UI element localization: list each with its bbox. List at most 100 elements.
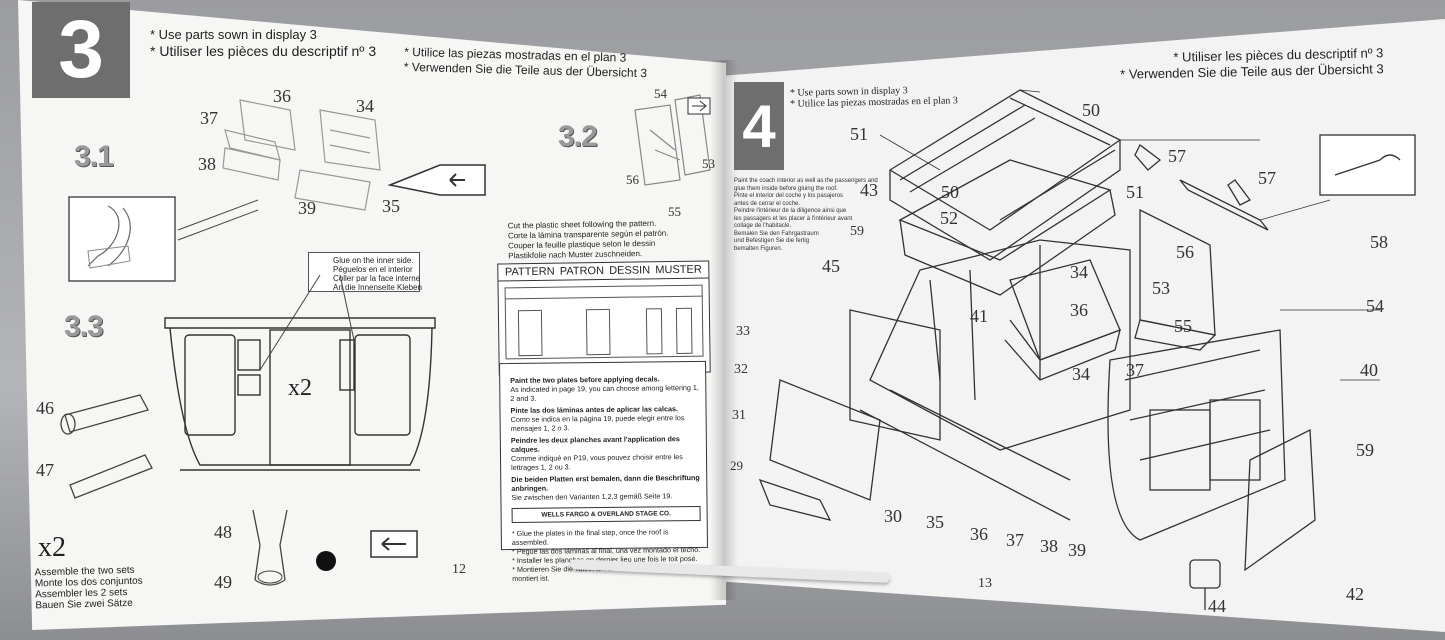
pattern-box: PATTERN PATRON DESSIN MUSTER [497,260,711,376]
note-line: antes de cerrar el coche. [734,200,801,207]
part-number: 49 [214,572,232,592]
part-number: 58 [1370,232,1388,252]
part-number: 43 [860,180,878,200]
part-number: 48 [214,522,232,542]
coach-exploded-diagram [758,89,1416,610]
part-number: 38 [198,154,216,174]
note-line: * Glue the plates in the final step, onc… [511,527,669,547]
part-number: 37 [200,108,218,128]
note-line: Coller par la face interne [333,274,421,283]
part-number: 51 [850,124,868,144]
substep-3-3-label: 3.3 [64,310,104,343]
instruction-line: * Use parts sown in display 3 [150,27,317,42]
note-line: Glue on the inner side. [333,256,414,265]
part-number: 42 [1346,584,1364,604]
page-number-12: 12 [452,562,466,577]
part-number: 45 [822,256,840,276]
note-line: Peindre l'intérieur de la diligence ains… [734,208,847,214]
part-number: 53 [1152,278,1170,298]
part-number: 32 [734,362,748,377]
part-number: 36 [1070,300,1088,320]
part-number: 39 [298,198,316,218]
pattern-header: PATTERN PATRON DESSIN MUSTER [498,261,709,282]
part-number: 31 [732,408,746,423]
part-number: 39 [1068,540,1086,560]
plastic-sheet-illustration [634,94,711,186]
part-number: 54 [1366,296,1384,316]
part-number: 36 [273,86,291,106]
step-4-badge: 4 [734,82,784,170]
part-number: 51 [1126,182,1144,202]
part-number: 57 [1168,146,1186,166]
part-number: 35 [382,196,400,216]
instruction-line: * Utiliser les pièces du descriptif nº 3 [150,43,377,59]
parts-48-49-illustration [252,509,288,586]
left-instructions: * Use parts sown in display 3 * Utiliser… [150,26,376,60]
note-line: glue them inside before gluing the roof. [734,185,838,192]
note-line: Peindre les deux planches avant l'applic… [510,434,680,454]
note-line: As indicated in page 19, you can choose … [510,382,699,403]
part-number: 40 [1360,360,1378,380]
coach-side-illustration: x2 [164,317,436,471]
note-line: Paint the coach interior as well as the … [734,178,878,184]
assemble-x2: x2 [38,532,66,563]
wells-fargo-sign: WELLS FARGO & OVERLAND STAGE CO. [511,505,701,523]
pattern-header-es: PATRON [559,264,605,278]
page-number-13: 13 [978,576,992,591]
part-number: 34 [1070,262,1088,282]
part-number: 38 [1040,536,1058,556]
arrow-callout [387,164,486,196]
note-line: Péguelos en el interior [333,265,413,274]
part-number: 29 [730,458,743,473]
pattern-grid [504,284,704,360]
part-number: 55 [1174,316,1192,336]
part-number: 30 [884,506,902,526]
note-line: bemalten Figuren. [734,245,783,252]
cut-note: Cut the plastic sheet following the patt… [508,219,669,262]
part-number: 59 [1356,440,1374,460]
gutter-shadow [710,60,738,600]
part-number: 41 [970,306,988,326]
part-number: 37 [1126,360,1144,380]
part-number: 50 [941,182,959,202]
part-number: 44 [1208,596,1226,616]
multiplier-x2: x2 [288,375,312,401]
part-number: 36 [970,524,988,544]
note-line: collage de l'habitacle. [734,223,792,229]
note-line: les passagers et les placer à l'intérieu… [734,215,853,222]
note-line: Sie zwischen den Varianten 1,2,3 gemäß S… [511,491,673,502]
pattern-header-de: MUSTER [655,263,702,277]
note-line: Como se indica en la página 19, puede el… [510,413,685,433]
bench-parts-illustration [222,99,381,211]
substep-3-1-label: 3.1 [74,140,114,173]
note-line: Die beiden Platten erst bemalen, dann di… [511,472,700,493]
part-number: 54 [654,86,667,101]
part-number: 52 [940,208,958,228]
note-line: Pinte el interior del coche y los pasaje… [734,193,844,199]
note-line: Bemalen Sie den Fahrgastraum [734,230,819,237]
substep-3-2-label: 3.2 [558,120,598,153]
part-number: 34 [1072,364,1090,384]
step-3-badge: 3 [32,2,130,98]
part-number: 47 [36,460,54,480]
part-number: 50 [1082,100,1100,120]
part-number: 59 [850,224,864,239]
part-number: 46 [36,398,54,418]
note-line: und Befestigen Sie die fertig [734,238,810,244]
callout-lines-31 [177,199,259,241]
paint-info-box: Paint the two plates before applying dec… [499,360,708,583]
right-paint-note: Paint the coach interior as well as the … [734,178,878,253]
part-number: 56 [1176,242,1194,262]
part-number: 33 [736,324,750,339]
part-number: 57 [1258,168,1276,188]
step-arrow-box [370,530,418,558]
part-number: 53 [702,156,715,171]
left-instructions-2: * Utilice las piezas mostradas en el pla… [404,45,648,81]
part-number: 35 [926,512,944,532]
parts-46-47-illustration [60,394,153,499]
glue-note-box: Glue on the inner side. Péguelos en el i… [308,252,422,292]
part-number: 56 [626,172,639,187]
note-line: Comme indiqué en P19, vous pouvez choisi… [510,452,683,472]
callout-lines-33 [259,274,356,371]
